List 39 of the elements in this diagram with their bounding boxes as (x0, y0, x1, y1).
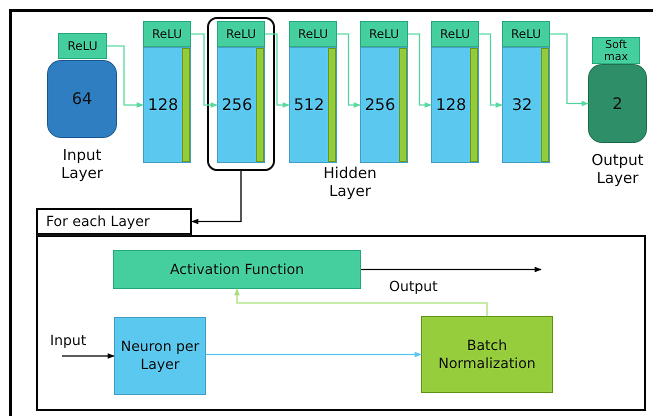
activation-box: ReLU (502, 21, 550, 47)
highlight-outline (207, 17, 275, 171)
edge-label: Output (387, 278, 440, 296)
section-frame (36, 235, 646, 411)
activation-box: ReLU (143, 21, 191, 47)
arrow (191, 33, 218, 108)
layer-box: 512 (289, 47, 337, 163)
arrow (62, 353, 115, 359)
activation-box: ReLU (217, 21, 265, 47)
arrow (479, 33, 503, 108)
layer-box: 128 (143, 47, 191, 163)
layer-box: 256 (360, 47, 408, 163)
activation-box: ReLU (431, 21, 479, 47)
arrow (550, 33, 589, 106)
input-layer-box: 64 (47, 60, 117, 138)
activation-box: ReLU (360, 21, 408, 47)
arrow (408, 33, 432, 108)
layer-box: 128 (431, 47, 479, 163)
arrow (107, 45, 144, 108)
arrow (337, 33, 361, 108)
activation-box: ReLU (289, 21, 337, 47)
arrow (191, 171, 242, 224)
activation-box: Soft max (592, 37, 640, 64)
process-box: Neuron per Layer (114, 317, 206, 395)
process-box: Activation Function (113, 250, 361, 289)
arrow (206, 352, 422, 358)
output-layer-box: 2 (588, 64, 647, 143)
layer-caption: Output Layer (590, 151, 645, 187)
activation-box: ReLU (58, 33, 107, 59)
arrow (265, 33, 290, 108)
layer-box: 256 (217, 47, 265, 163)
arrow (361, 266, 542, 272)
group-caption: Hidden Layer (322, 164, 378, 200)
edge-label: Input (48, 332, 88, 350)
arrow (234, 288, 488, 316)
layer-box: 32 (502, 47, 550, 163)
process-box: Batch Normalization (421, 316, 553, 393)
section-tab: For each Layer (36, 208, 192, 235)
layer-caption: Input Layer (60, 146, 104, 182)
